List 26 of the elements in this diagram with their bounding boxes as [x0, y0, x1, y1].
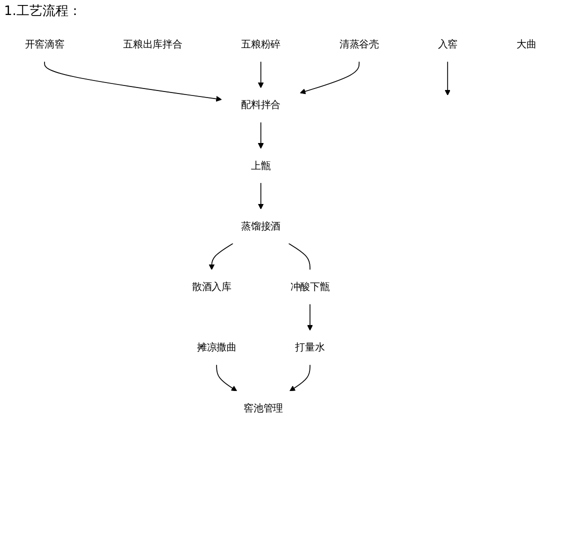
- node-text: 蒸馏接酒: [241, 220, 280, 232]
- node-text: 散酒入库: [192, 280, 232, 293]
- node-text: 配料拌合: [241, 99, 280, 111]
- arrow: [290, 364, 310, 392]
- arrow: [208, 243, 234, 270]
- node-text: 开窖滴窖: [24, 38, 64, 50]
- arrow: [44, 61, 222, 102]
- arrow: [258, 61, 264, 88]
- node-text: 五粮出库拌合: [123, 38, 182, 50]
- arrow: [258, 122, 264, 149]
- arrow: [258, 182, 264, 210]
- node-text: 打量水: [295, 341, 325, 354]
- node-text: 入窖: [438, 38, 458, 50]
- node-text: 上甑: [251, 160, 271, 172]
- arrow: [307, 304, 313, 331]
- connector: [288, 243, 310, 270]
- node-text: 五粮粉碎: [241, 38, 280, 50]
- node-text: 大曲: [516, 38, 536, 50]
- arrow: [216, 364, 238, 392]
- node-text: 窖池管理: [244, 402, 283, 414]
- node-text: 冲酸下甑: [290, 280, 330, 293]
- diagram-title: 1.工艺流程：: [4, 3, 82, 20]
- node-text: 清蒸谷壳: [339, 38, 379, 50]
- node-text: 摊凉撒曲: [196, 341, 236, 354]
- arrow: [300, 61, 360, 94]
- arrow: [444, 61, 450, 96]
